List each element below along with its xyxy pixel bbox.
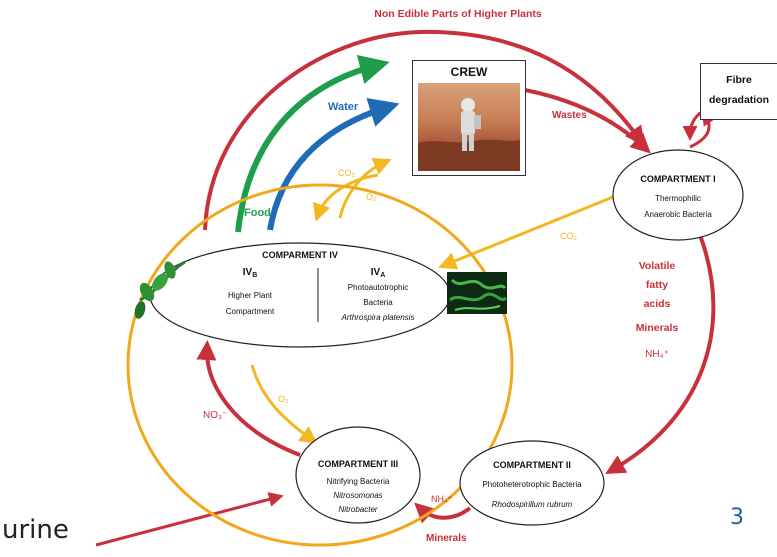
crew-title: CREW <box>450 65 488 79</box>
water-arrow <box>267 97 400 231</box>
co2-label-1: CO₂ <box>338 168 356 178</box>
highlight-circle <box>126 183 514 547</box>
compartment-1-title: COMPARTMENT I <box>640 174 715 184</box>
ivb-label: IVB <box>243 267 258 279</box>
c3-to-c4-arrow <box>196 340 301 457</box>
compartment-3-line1: Nitrifying Bacteria <box>327 477 390 486</box>
volatile-line1: Volatile <box>639 260 676 272</box>
wastes-arrow <box>524 88 651 154</box>
compartment-3-ellipse <box>295 426 421 524</box>
iva-line1: Photoautotrophic <box>348 283 409 292</box>
compartment-2-ellipse <box>459 440 605 526</box>
iva-line2: Bacteria <box>363 298 393 307</box>
o2-c4-to-c3-arrow <box>250 364 318 445</box>
non-edible-arrow <box>203 29 645 231</box>
compartment-1-line1: Thermophilic <box>655 194 701 203</box>
iva-label: IVA <box>371 267 386 279</box>
water-label: Water <box>328 101 359 113</box>
page-number: 3 <box>730 505 744 530</box>
compartment-1-line2: Anaerobic Bacteria <box>644 210 712 219</box>
wastes-label: Wastes <box>552 110 587 121</box>
crew-box: CREW <box>412 60 526 176</box>
compartment-3-line3: Nitrobacter <box>338 505 377 514</box>
ammonium-right-label: NH₄⁺ <box>645 349 669 360</box>
ivb-line1: Higher Plant <box>228 291 273 300</box>
compartment-1-ellipse <box>612 149 744 241</box>
o2-label-1: O₂ <box>366 192 377 202</box>
compartment-2-line2: Rhodospirillum rubrum <box>492 500 573 509</box>
urine-arrow <box>95 492 284 547</box>
co2-c1-to-c4-arrow <box>438 193 619 270</box>
food-label: Food <box>244 207 271 219</box>
spirulina-icon <box>447 272 508 314</box>
compartment-2-title: COMPARTMENT II <box>493 460 571 470</box>
fibre-line2: degradation <box>708 94 770 106</box>
ivb-line2: Compartment <box>226 307 275 316</box>
astronaut-icon <box>418 98 520 171</box>
volatile-line3: acids <box>644 298 671 310</box>
minerals-right-label: Minerals <box>636 322 679 334</box>
compartment-3-title: COMPARTMENT III <box>318 459 398 469</box>
volatile-line2: fatty <box>646 279 668 291</box>
co2-label-2: CO₂ <box>560 231 578 241</box>
nitrate-label: NO₃⁻ <box>203 410 227 421</box>
o2-up-arrow <box>338 158 392 219</box>
top-label: Non Edible Parts of Higher Plants <box>374 8 542 20</box>
iva-line3: Arthrospira platensis <box>341 313 415 322</box>
fibre-line1: Fibre <box>726 74 752 86</box>
ammonium-bottom-label: NH₄⁺ <box>431 494 453 504</box>
co2-down-arrow <box>313 173 379 222</box>
c1-to-c2-arrow <box>605 234 716 474</box>
c2-to-c3-arrow <box>414 502 472 524</box>
plant-icon <box>134 260 186 319</box>
urine-label: urine <box>2 515 69 545</box>
compartment-3-line2: Nitrosomonas <box>333 491 382 500</box>
minerals-bottom-label: Minerals <box>426 533 467 544</box>
o2-label-2: O₂ <box>278 394 289 404</box>
fibre-degradation-box: Fibre degradation <box>700 63 777 120</box>
astronaut-on-mars-photo <box>418 83 520 171</box>
compartment-4-title: COMPARMENT IV <box>262 250 338 260</box>
compartment-2-line1: Photoheterotrophic Bacteria <box>482 480 582 489</box>
